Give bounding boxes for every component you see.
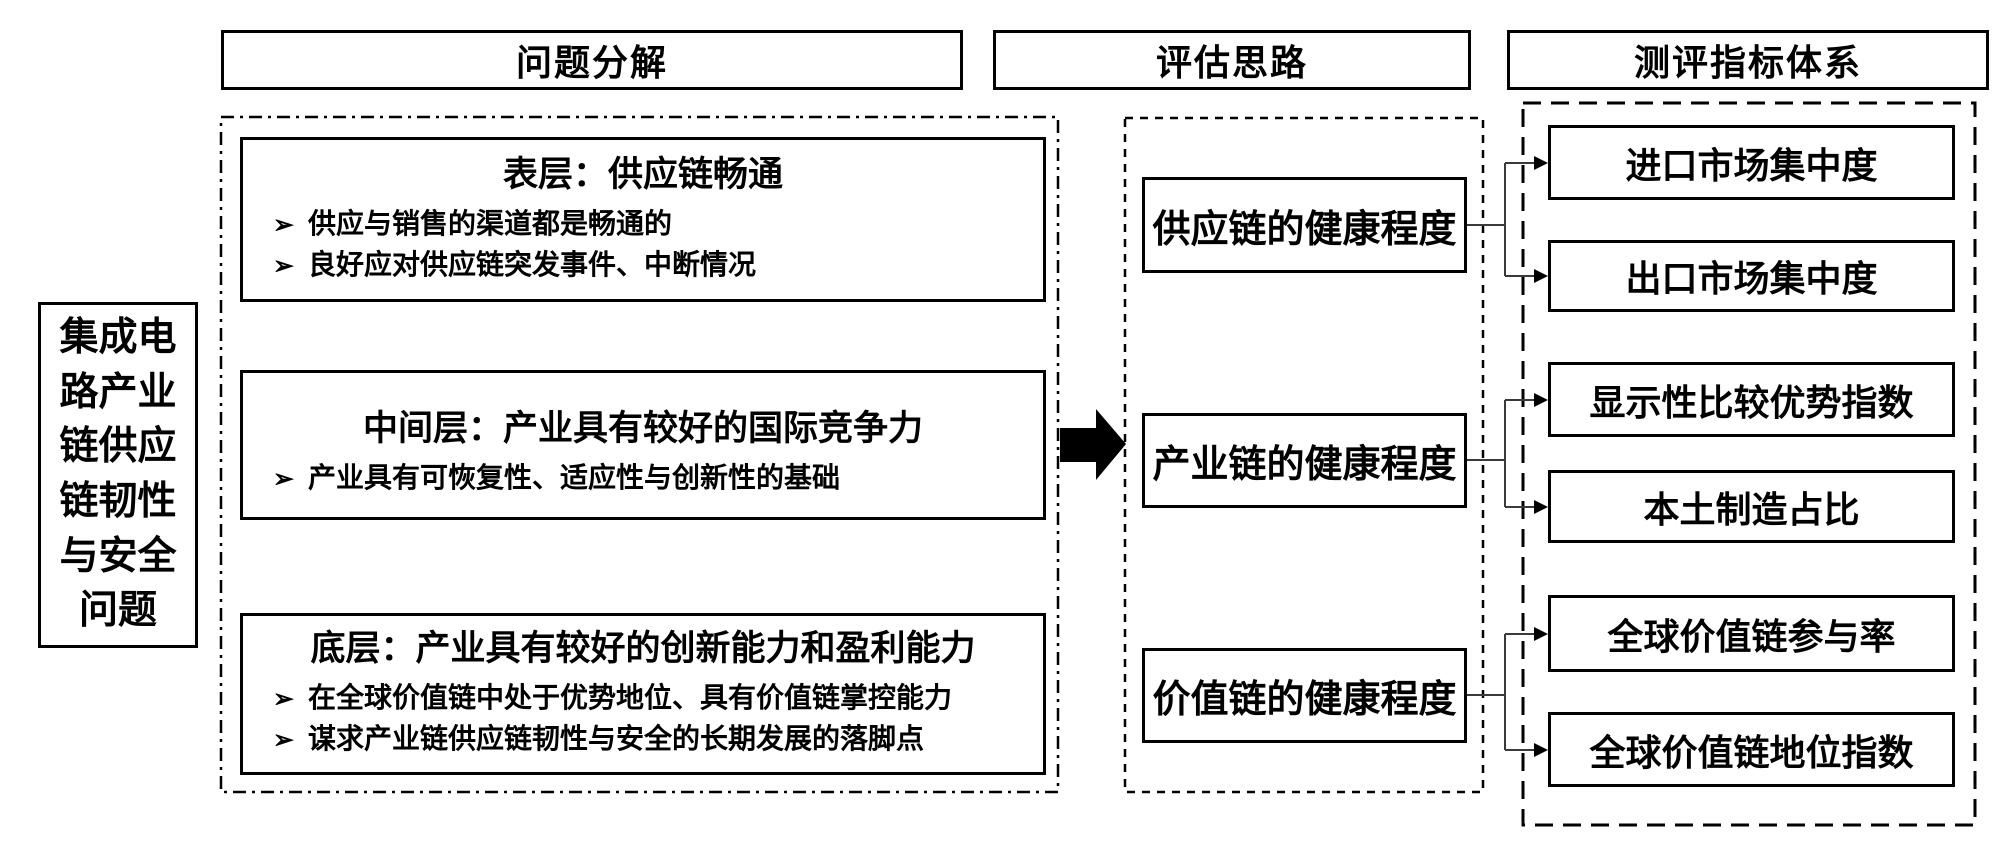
header-problem-decomposition: 问题分解 [221,30,963,90]
bullet-item: ➢ 供应与销售的渠道都是畅通的 [273,203,1023,244]
layer-box-middle: 中间层：产业具有较好的国际竞争力 ➢ 产业具有可恢复性、适应性与创新性的基础 [240,370,1046,520]
bullet-item: ➢ 良好应对供应链突发事件、中断情况 [273,244,1023,285]
connector-value-chain [1467,633,1537,751]
group-border-evaluation-approach [1123,116,1485,794]
group-border-indicator-system [1521,101,1977,827]
eval-box-supply-chain-health: 供应链的健康程度 [1142,177,1467,273]
layer-box-bottom: 底层：产业具有较好的创新能力和盈利能力 ➢ 在全球价值链中处于优势地位、具有价值… [240,613,1046,775]
bullet-arrow-icon: ➢ [273,252,294,281]
bullet-item: ➢ 产业具有可恢复性、适应性与创新性的基础 [273,457,1023,498]
layer-bullets-middle: ➢ 产业具有可恢复性、适应性与创新性的基础 [263,457,1023,498]
arrowhead-gvc-position [1534,743,1548,757]
root-problem-box: 集成电路产业链供应链韧性与安全问题 [38,302,198,648]
arrowhead-export-concentration [1534,269,1548,283]
header-evaluation-approach: 评估思路 [993,30,1471,90]
connector-industry-chain [1467,399,1537,508]
arrowhead-local-manufacturing [1534,500,1548,514]
bullet-item: ➢ 谋求产业链供应链韧性与安全的长期发展的落脚点 [273,718,1023,759]
layer-title-surface: 表层：供应链畅通 [502,155,783,194]
indicator-box-local-manufacturing-share: 本土制造占比 [1548,470,1955,543]
eval-box-value-chain-health: 价值链的健康程度 [1142,648,1467,743]
indicator-box-rca-index: 显示性比较优势指数 [1548,362,1955,437]
bullet-arrow-icon: ➢ [273,464,294,493]
bullet-text: 产业具有可恢复性、适应性与创新性的基础 [307,461,840,493]
arrowhead-import-concentration [1534,156,1548,170]
bullet-text: 在全球价值链中处于优势地位、具有价值链掌控能力 [307,681,952,713]
root-problem-text: 集成电路产业链供应链韧性与安全问题 [59,316,177,633]
layer-title-bottom: 底层：产业具有较好的创新能力和盈利能力 [310,629,976,668]
bullet-arrow-icon: ➢ [273,684,294,713]
bullet-item: ➢ 在全球价值链中处于优势地位、具有价值链掌控能力 [273,677,1023,718]
arrowhead-gvc-participation [1534,627,1548,641]
arrowhead-rca-index [1534,393,1548,407]
flow-arrow [1060,409,1126,480]
layer-box-surface: 表层：供应链畅通 ➢ 供应与销售的渠道都是畅通的 ➢ 良好应对供应链突发事件、中… [240,137,1046,302]
bullet-arrow-icon: ➢ [273,210,294,239]
indicator-box-import-market-concentration: 进口市场集中度 [1548,125,1955,200]
eval-box-industry-chain-health: 产业链的健康程度 [1142,413,1467,508]
bullet-arrow-icon: ➢ [273,726,294,755]
indicator-box-gvc-position-index: 全球价值链地位指数 [1548,712,1955,787]
bullet-text: 良好应对供应链突发事件、中断情况 [307,249,756,281]
layer-title-middle: 中间层：产业具有较好的国际竞争力 [362,409,923,448]
indicator-box-export-market-concentration: 出口市场集中度 [1548,240,1955,312]
layer-bullets-surface: ➢ 供应与销售的渠道都是畅通的 ➢ 良好应对供应链突发事件、中断情况 [263,203,1023,286]
bullet-text: 谋求产业链供应链韧性与安全的长期发展的落脚点 [307,723,924,755]
bullet-text: 供应与销售的渠道都是畅通的 [307,207,672,239]
layer-bullets-bottom: ➢ 在全球价值链中处于优势地位、具有价值链掌控能力 ➢ 谋求产业链供应链韧性与安… [263,677,1023,760]
header-indicator-system: 测评指标体系 [1507,30,1989,90]
indicator-box-gvc-participation-rate: 全球价值链参与率 [1548,595,1955,672]
connector-supply-chain [1467,162,1537,277]
